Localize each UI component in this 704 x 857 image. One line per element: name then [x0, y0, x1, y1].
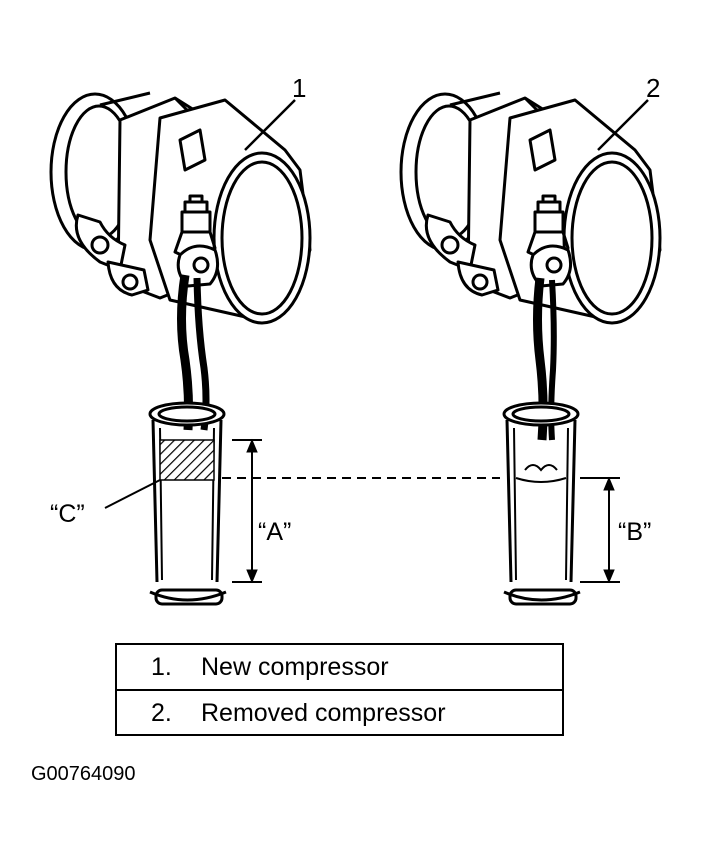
dimension-a-label: “A”	[258, 518, 291, 546]
legend-row: 2. Removed compressor	[117, 689, 562, 733]
figure-id: G00764090	[31, 763, 136, 785]
oil-level-new	[159, 439, 215, 481]
new-compressor	[49, 91, 312, 325]
legend-text: Removed compressor	[201, 699, 446, 727]
legend-number: 1.	[151, 653, 172, 681]
level-c-label: “C”	[50, 500, 85, 528]
dimension-b-label: “B”	[618, 518, 651, 546]
callout-2-label: 2	[646, 73, 660, 103]
graduated-cylinder-2	[502, 401, 581, 606]
legend-text: New compressor	[201, 653, 389, 681]
callout-1-label: 1	[292, 73, 306, 103]
legend-table: 1. New compressor 2. Removed compressor	[115, 643, 564, 736]
level-dimension-lines	[104, 99, 649, 584]
legend-row: 1. New compressor	[117, 645, 562, 689]
removed-compressor	[399, 91, 662, 325]
graduated-cylinder-1	[148, 401, 227, 606]
legend-number: 2.	[151, 699, 172, 727]
